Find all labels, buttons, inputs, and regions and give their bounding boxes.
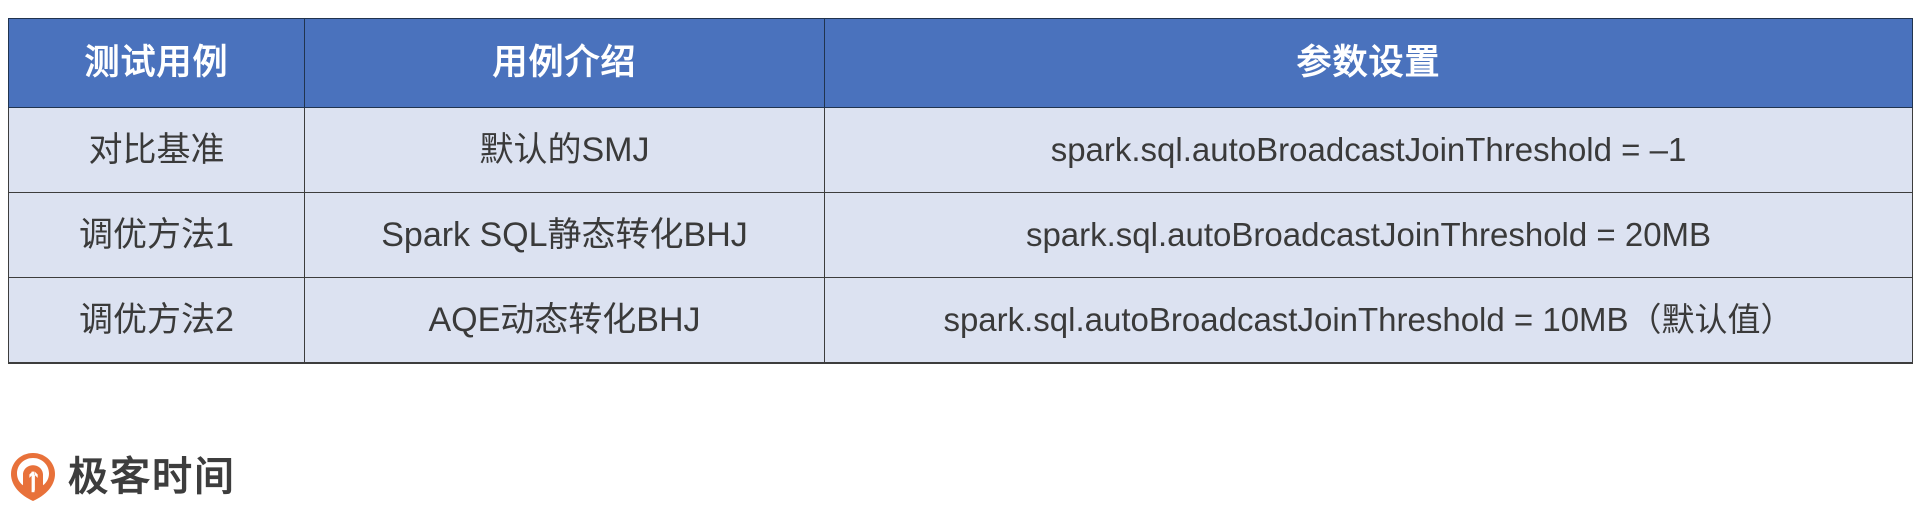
table-row: 调优方法1 Spark SQL静态转化BHJ spark.sql.autoBro…	[8, 192, 1913, 278]
cell-parameter: spark.sql.autoBroadcastJoinThreshold = 2…	[824, 192, 1913, 278]
table-row: 对比基准 默认的SMJ spark.sql.autoBroadcastJoinT…	[8, 107, 1913, 193]
cell-description: Spark SQL静态转化BHJ	[304, 192, 825, 278]
table-header: 测试用例 用例介绍 参数设置	[8, 18, 1913, 108]
column-header-test-case: 测试用例	[8, 18, 305, 108]
test-case-comparison-table: 测试用例 用例介绍 参数设置 对比基准 默认的SMJ spark.sql.aut…	[8, 18, 1913, 364]
column-header-parameter: 参数设置	[824, 18, 1913, 108]
cell-parameter: spark.sql.autoBroadcastJoinThreshold = 1…	[824, 277, 1913, 364]
cell-test-case: 调优方法2	[8, 277, 305, 364]
cell-description: 默认的SMJ	[304, 107, 825, 193]
table-body: 对比基准 默认的SMJ spark.sql.autoBroadcastJoinT…	[8, 107, 1913, 364]
table-row: 调优方法2 AQE动态转化BHJ spark.sql.autoBroadcast…	[8, 277, 1913, 364]
cell-parameter: spark.sql.autoBroadcastJoinThreshold = –…	[824, 107, 1913, 193]
cell-test-case: 对比基准	[8, 107, 305, 193]
comparison-table-container: 测试用例 用例介绍 参数设置 对比基准 默认的SMJ spark.sql.aut…	[8, 18, 1913, 364]
cell-test-case: 调优方法1	[8, 192, 305, 278]
brand-name: 极客时间	[68, 454, 236, 500]
brand-footer: 极客时间	[10, 452, 236, 502]
cell-description: AQE动态转化BHJ	[304, 277, 825, 364]
geektime-pin-logo-icon	[11, 453, 55, 501]
table-header-row: 测试用例 用例介绍 参数设置	[8, 18, 1913, 108]
column-header-description: 用例介绍	[304, 18, 825, 108]
